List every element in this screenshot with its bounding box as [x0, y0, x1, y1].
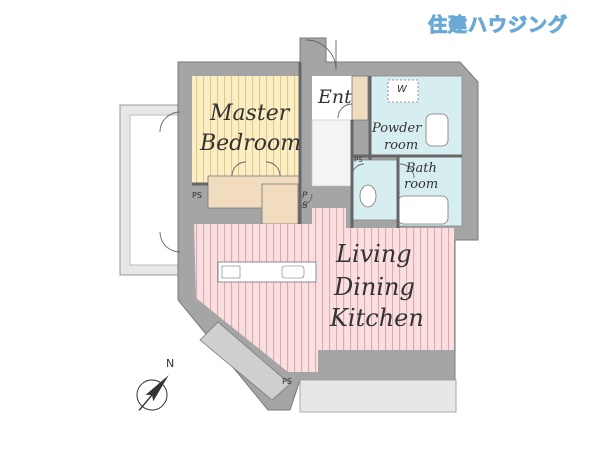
toilet	[359, 184, 377, 208]
entrance-label: Ent	[318, 86, 352, 108]
powder-room-label-line2: room	[384, 138, 419, 153]
master-bedroom-floor	[192, 76, 300, 184]
door-swings	[159, 39, 415, 253]
washer-space	[387, 79, 419, 103]
powder-room-label-line1: Powder	[372, 121, 422, 136]
pipe-shaft-label-toilet: PS	[354, 156, 363, 164]
ldk-label-line1: Living	[336, 240, 412, 268]
balcony-bottom	[299, 379, 457, 413]
ldk-floor	[194, 208, 454, 372]
pipe-shaft-label-bottom: PS	[282, 377, 292, 386]
pipe-shaft-stacked-bottom: S	[302, 201, 308, 211]
master-bedroom-label-line2: Bedroom	[200, 131, 302, 156]
bath-room-label-line2: room	[404, 177, 439, 192]
bathtub	[397, 195, 449, 225]
compass	[136, 375, 169, 411]
pipe-shaft-stacked-top: P	[302, 191, 308, 201]
brand-logo: 住建ハウジング	[427, 14, 569, 37]
compass-north-label: N	[166, 357, 175, 370]
master-bedroom-label-line1: Master	[210, 101, 290, 126]
window-bay	[199, 321, 291, 401]
entrance-floor	[312, 76, 352, 120]
bath-room-label-line1: Bath	[406, 161, 437, 176]
pipe-shaft-label-left: PS	[192, 191, 202, 200]
ldk-label-line3: Kitchen	[330, 304, 424, 332]
sink	[425, 113, 449, 147]
ldk-label-line2: Dining	[334, 273, 415, 301]
washer-label: W	[397, 84, 407, 95]
